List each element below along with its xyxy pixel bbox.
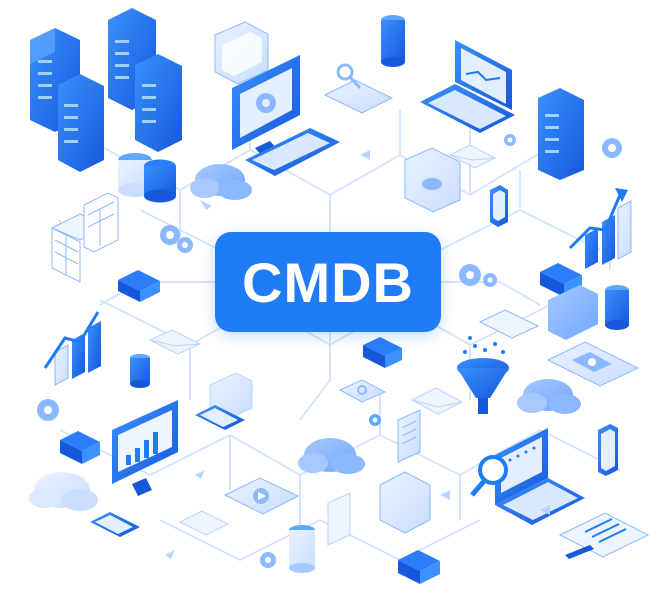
folder-icon — [214, 21, 269, 85]
cmdb-badge: CMDB — [215, 232, 441, 332]
database-icon — [605, 285, 629, 330]
gear-icon — [160, 225, 193, 253]
video-screen-icon — [223, 477, 300, 515]
gear-icon — [37, 399, 59, 421]
monitor-chart-icon — [112, 400, 178, 496]
chat-bubble-icon — [548, 285, 598, 340]
document-icon — [478, 309, 540, 339]
gear-icon — [602, 138, 622, 158]
tablet-icon — [323, 63, 394, 114]
laptop-search-icon — [470, 428, 585, 525]
laptop-chart-icon — [420, 40, 515, 133]
database-icon — [381, 15, 405, 67]
envelope-icon — [410, 387, 464, 415]
smartphone-icon — [90, 512, 140, 537]
cloud-icon — [298, 438, 365, 474]
smartphone-icon — [490, 185, 508, 227]
smartphone-icon — [195, 405, 245, 430]
cmdb-title: CMDB — [242, 250, 414, 314]
database-icon — [118, 153, 176, 203]
folder-icon — [379, 471, 431, 534]
document-icon — [558, 512, 650, 559]
network-switch-icon — [118, 270, 160, 302]
bar-chart-growth-icon — [43, 311, 101, 386]
image-screen-icon — [178, 510, 230, 536]
document-icon — [327, 492, 351, 546]
envelope-icon — [148, 329, 202, 355]
database-icon — [130, 354, 150, 388]
image-screen-icon — [546, 341, 640, 387]
cloud-icon — [29, 472, 98, 511]
network-switch-icon — [60, 431, 100, 464]
arrow-icon — [165, 150, 550, 559]
funnel-data-icon — [457, 336, 509, 414]
spreadsheet-icon — [50, 192, 119, 283]
smartphone-icon — [598, 424, 618, 476]
gear-icon — [260, 552, 276, 568]
network-switch-icon — [363, 337, 402, 368]
cloud-icon — [517, 379, 581, 414]
keyboard-icon — [245, 128, 340, 176]
server-rack-icon — [58, 74, 104, 172]
database-icon — [289, 525, 315, 573]
cloud-icon — [190, 164, 252, 200]
server-rack-icon — [135, 54, 182, 152]
envelope-icon — [448, 144, 497, 169]
gear-icon — [459, 264, 497, 287]
folder-icon — [404, 147, 461, 213]
gear-icon — [369, 414, 381, 426]
smartphone-icon — [338, 379, 387, 403]
gear-icon — [504, 134, 516, 146]
document-icon — [397, 409, 421, 463]
server-rack-icon — [538, 88, 584, 180]
network-switch-icon — [398, 550, 440, 584]
bar-chart-growth-icon — [568, 188, 632, 269]
